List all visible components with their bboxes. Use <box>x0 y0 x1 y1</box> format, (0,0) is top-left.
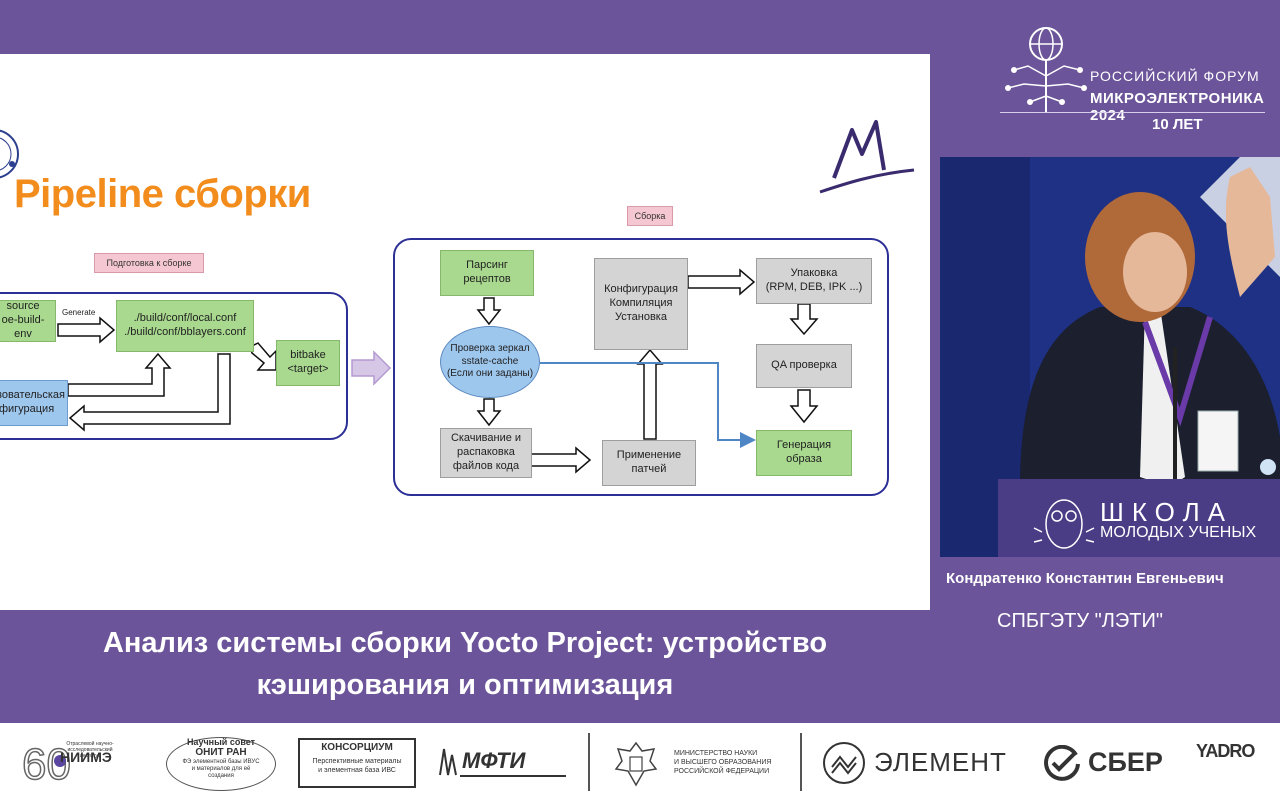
packaging-node: Упаковка (RPM, DEB, IPK ...) <box>756 258 872 304</box>
onit-sublabel: ФЭ элементной базы ИВУС и материалов для… <box>182 759 260 780</box>
conf-files-node: ./build/conf/local.conf ./build/conf/bbl… <box>116 300 254 352</box>
mipt-underline <box>460 775 566 777</box>
apply-patches-node: Применение патчей <box>602 440 696 486</box>
bitbake-node: bitbake <target> <box>276 340 340 386</box>
fetch-unpack-node: Скачивание и распаковка файлов кода <box>440 428 532 478</box>
generate-label: Generate <box>62 308 96 317</box>
prep-stage-label: Подготовка к сборке <box>94 253 204 273</box>
source-env-node: source oe-build-env <box>0 300 56 342</box>
slide-title: Pipeline сборки <box>14 172 311 216</box>
forum-title-line3: 10 ЛЕТ <box>1152 116 1203 133</box>
niime-label: НИИМЭ <box>60 749 112 765</box>
onit-name: ОНИТ РАН <box>195 747 247 758</box>
talk-title: Анализ системы сборки Yocto Project: уст… <box>102 627 828 701</box>
speaker-video <box>940 157 1280 557</box>
speaker-name: Кондратенко Константин Евгеньевич <box>946 570 1224 587</box>
niime-sublabel: Отраслевой научно-исследовательский инст… <box>66 741 114 759</box>
footer-separator <box>588 733 590 791</box>
owl-logo <box>1033 499 1095 549</box>
onit-ran-logo <box>166 737 276 791</box>
consortium-logo <box>298 738 416 788</box>
user-config-node: Пользовательская конфигурация <box>0 380 68 426</box>
consortium-title: КОНСОРЦИУМ <box>321 742 393 753</box>
footer-separator <box>800 733 802 791</box>
onit-title: Научный совет <box>186 737 256 747</box>
ministry-label: МИНИСТЕРСТВО НАУКИ И ВЫСШЕГО ОБРАЗОВАНИЯ… <box>674 750 772 776</box>
podium-branding: ШКОЛА МОЛОДЫХ УЧЕНЫХ <box>1100 497 1257 541</box>
forum-divider <box>1000 112 1265 113</box>
russian-eagle-emblem <box>614 741 658 787</box>
element-label: ЭЛЕМЕНТ <box>874 747 1007 777</box>
university-seal-logo <box>0 129 19 179</box>
company-m-logo <box>819 120 915 194</box>
image-generation-node: Генерация образа <box>756 430 852 476</box>
presentation-slide: Pipeline сборки Подготовка к сборке Сбор… <box>0 54 930 610</box>
parse-recipes-node: Парсинг рецептов <box>440 250 534 296</box>
mipt-label: МФТИ <box>462 748 526 773</box>
qa-check-node: QA проверка <box>756 344 852 388</box>
speaker-organization: СПБГЭТУ "ЛЭТИ" <box>997 610 1163 632</box>
forum-globe-logo <box>1005 27 1087 112</box>
element-logo-icon <box>823 742 865 784</box>
mipt-wave-icon <box>439 748 457 776</box>
yadro-logo: YADRO <box>1196 741 1255 761</box>
sponsor-footer: 60 НИИМЭ Отраслевой научно-исследователь… <box>0 723 1280 800</box>
sstate-mirror-check-node: Проверка зеркал sstate-cache (Если они з… <box>440 326 540 398</box>
configure-compile-install-node: Конфигурация Компиляция Установка <box>594 258 688 350</box>
forum-title-line2: МИКРОЭЛЕКТРОНИКА 2024 <box>1090 90 1265 124</box>
forum-title-line1: РОССИЙСКИЙ ФОРУМ <box>1090 68 1260 84</box>
niime-60-logo: 60 <box>22 739 72 783</box>
consortium-sublabel: Перспективные материалы и элементная баз… <box>312 758 402 775</box>
sber-logo-icon <box>1044 745 1080 781</box>
speaker-video-frame <box>940 157 1280 557</box>
sber-label: СБЕР <box>1088 747 1163 777</box>
build-stage-label: Сборка <box>627 206 673 226</box>
